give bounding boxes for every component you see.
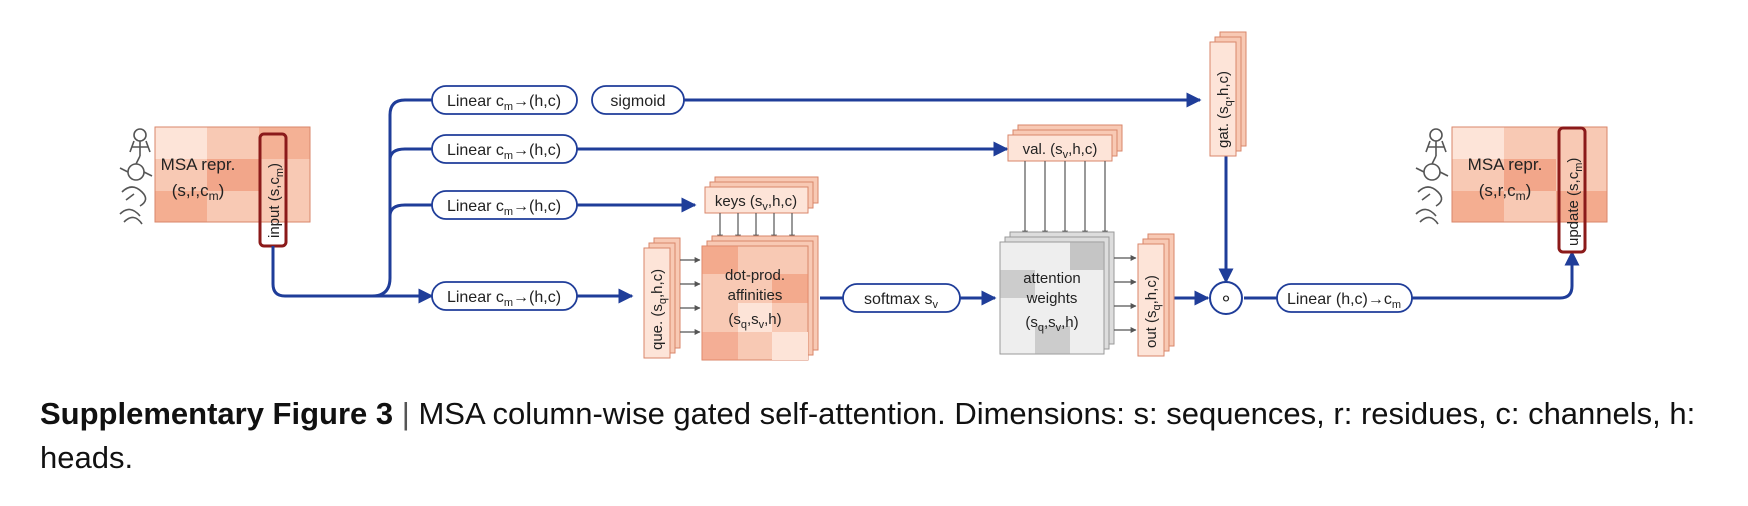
svg-text:weights: weights	[1026, 290, 1078, 307]
svg-text:affinities: affinities	[728, 287, 783, 304]
values-to-weights-arrows	[1022, 161, 1108, 237]
out-tensor: out (sq,h,c)	[1137, 233, 1175, 357]
msa-input-block: MSA repr. (s,r,cm) input (s,cm)	[119, 126, 311, 248]
linear-val-pill: Linear cm→(h,c)	[431, 134, 578, 164]
molecule-icons-left	[119, 128, 153, 225]
input-column-label: input (s,cm)	[266, 163, 286, 238]
keys-tensor: keys (sv,h,c)	[704, 176, 819, 214]
svg-text:keys (sv,h,c): keys (sv,h,c)	[715, 193, 797, 213]
msa-input-line1: MSA repr.	[161, 155, 236, 174]
attention-diagram: MSA repr. (s,r,cm) input (s,cm) Linear c…	[119, 31, 1608, 361]
linear-gate-pill: Linear cm→(h,c)	[431, 85, 578, 115]
caption-text: MSA column-wise gated self-attention. Di…	[40, 396, 1696, 475]
figure-caption: Supplementary Figure 3 | MSA column-wise…	[40, 392, 1720, 480]
svg-text:sigmoid: sigmoid	[610, 93, 665, 110]
svg-text:val. (sv,h,c): val. (sv,h,c)	[1023, 141, 1098, 161]
sigmoid-pill: sigmoid	[591, 85, 685, 115]
attention-weights-tensor: attention weights (sq,sv,h)	[999, 231, 1115, 355]
svg-text:dot-prod.: dot-prod.	[725, 267, 785, 284]
multiply-node: ∘	[1209, 281, 1243, 315]
svg-text:Linear cm→(h,c): Linear cm→(h,c)	[447, 93, 561, 113]
msa-output-line1: MSA repr.	[1468, 155, 1543, 174]
msa-output-block: MSA repr. (s,r,cm) update (s,cm)	[1415, 126, 1608, 254]
query-tensor: que. (sq,h,c)	[643, 237, 681, 359]
svg-text:Linear cm→(h,c): Linear cm→(h,c)	[447, 198, 561, 218]
svg-text:(sq,sv,h): (sq,sv,h)	[1025, 314, 1078, 334]
values-tensor: val. (sv,h,c)	[1007, 124, 1123, 162]
svg-text:que. (sq,h,c): que. (sq,h,c)	[649, 269, 669, 350]
caption-separator: |	[401, 396, 410, 431]
update-column-label: update (s,cm)	[1565, 158, 1585, 246]
svg-text:(sq,sv,h): (sq,sv,h)	[728, 311, 781, 331]
svg-text:Linear cm→(h,c): Linear cm→(h,c)	[447, 142, 561, 162]
molecule-icons-right	[1415, 128, 1449, 225]
linear-key-pill: Linear cm→(h,c)	[431, 190, 578, 220]
query-to-affinity-arrows	[680, 257, 701, 335]
svg-text:attention: attention	[1023, 270, 1081, 287]
gate-tensor: gat. (sq,h,c)	[1209, 31, 1247, 157]
svg-text:softmax sv: softmax sv	[864, 291, 938, 311]
svg-text:∘: ∘	[1220, 288, 1233, 310]
msa-output-line2: (s,r,cm)	[1479, 181, 1532, 203]
linear-output-pill: Linear (h,c)→cm	[1276, 283, 1413, 313]
weights-to-out-arrows	[1114, 255, 1137, 333]
svg-text:out (sq,h,c): out (sq,h,c)	[1143, 275, 1163, 348]
softmax-pill: softmax sv	[842, 283, 961, 313]
svg-text:Linear cm→(h,c): Linear cm→(h,c)	[447, 289, 561, 309]
linear-que-pill: Linear cm→(h,c)	[431, 281, 578, 311]
affinities-tensor: dot-prod. affinities (sq,sv,h)	[701, 235, 819, 361]
update-column-highlight	[1557, 126, 1587, 254]
flow-arrows	[577, 92, 1580, 306]
svg-text:Linear (h,c)→cm: Linear (h,c)→cm	[1287, 291, 1401, 311]
msa-input-line2: (s,r,cm)	[172, 181, 225, 203]
svg-text:gat. (sq,h,c): gat. (sq,h,c)	[1215, 71, 1235, 148]
input-branches	[271, 98, 434, 304]
caption-title: Supplementary Figure 3	[40, 396, 394, 431]
